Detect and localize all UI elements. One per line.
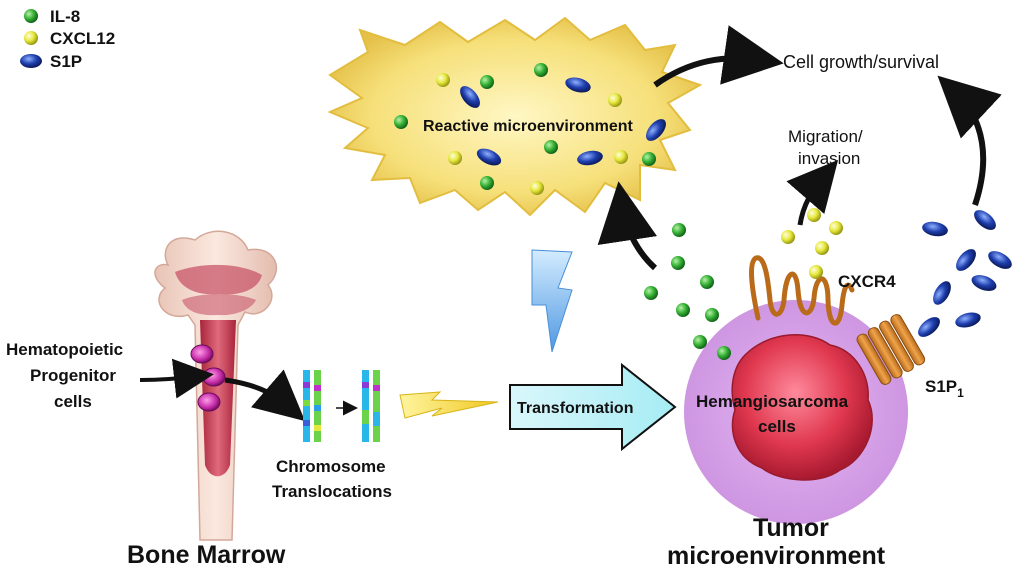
chromosome-pair-after xyxy=(362,370,380,442)
cxcl12-molecule xyxy=(608,93,622,107)
legend-label-il8: IL-8 xyxy=(50,7,80,26)
s1p-molecule xyxy=(988,251,1012,269)
cxcl12-molecule xyxy=(614,150,628,164)
s1p-molecule xyxy=(955,312,981,328)
cxcl12-molecule xyxy=(807,208,821,222)
cxcl12-molecule xyxy=(809,265,823,279)
hematopoietic-label-line3: cells xyxy=(54,392,92,411)
s1p1-label: S1P1 xyxy=(925,377,964,400)
il8-legend-sphere xyxy=(24,9,38,23)
cxcr4-label: CXCR4 xyxy=(838,272,896,291)
il8-molecule xyxy=(544,140,558,154)
cxcl12-molecule xyxy=(815,241,829,255)
il8-molecule xyxy=(642,152,656,166)
il8-molecule xyxy=(644,286,658,300)
progenitor-cell xyxy=(202,367,226,387)
bone-marrow-title: Bone Marrow xyxy=(127,541,286,569)
yellow-lightning-bolt-icon xyxy=(399,391,499,419)
il8-molecule xyxy=(394,115,408,129)
il8-molecule xyxy=(671,256,685,270)
s1p-molecule xyxy=(922,221,948,237)
hemangiosarcoma-label-line1: Hemangiosarcoma xyxy=(696,392,849,411)
s1p-molecule xyxy=(646,119,666,141)
il8-molecule xyxy=(480,75,494,89)
migration-label-line2: invasion xyxy=(798,149,860,168)
burst-molecules xyxy=(394,63,666,195)
cxcl12-molecule xyxy=(530,181,544,195)
s1p-molecule xyxy=(476,148,502,166)
cxcl12-molecule xyxy=(829,221,843,235)
s1p-legend-ellipse xyxy=(20,54,42,68)
hemangiosarcoma-label-line2: cells xyxy=(758,417,796,436)
chromosome-label-line1: Chromosome xyxy=(276,457,386,476)
chromosome-label-line2: Translocations xyxy=(272,482,392,501)
s1p-molecule xyxy=(971,275,997,291)
s1p1-label-main: S1P xyxy=(925,377,957,396)
tumor-s1p-cluster xyxy=(918,210,1012,337)
s1p-molecule xyxy=(565,77,591,93)
s1p-molecule xyxy=(918,317,940,337)
cxcr4-receptor xyxy=(749,255,855,326)
reactive-microenvironment-burst: Reactive microenvironment xyxy=(327,16,703,217)
cxcl12-molecule xyxy=(781,230,795,244)
arrow-to-chromosomes xyxy=(224,369,306,422)
blue-lightning-bolt-icon xyxy=(531,249,573,353)
tumor-cxcl12-cluster xyxy=(781,208,843,279)
il8-molecule xyxy=(676,303,690,317)
s1p-molecule xyxy=(577,150,603,166)
s1p-molecule xyxy=(956,249,976,271)
hemangiosarcoma-cell xyxy=(731,334,873,481)
arrow-to-cell-growth xyxy=(653,25,784,88)
s1p-molecule xyxy=(460,86,480,108)
cell-growth-label: Cell growth/survival xyxy=(783,52,939,72)
legend: IL-8 CXCL12 S1P xyxy=(20,7,115,71)
il8-molecule xyxy=(717,346,731,360)
s1p-molecule xyxy=(974,210,996,230)
arrow-s1p-to-cell-growth xyxy=(937,75,1002,206)
progenitor-cell xyxy=(197,392,221,412)
tumor-title-line1: Tumor xyxy=(753,514,829,542)
il8-molecule xyxy=(700,275,714,289)
tumor-il8-cluster xyxy=(644,223,731,360)
arrow-to-reactive-microenvironment xyxy=(597,181,658,271)
s1p1-label-subscript: 1 xyxy=(957,386,964,400)
il8-molecule xyxy=(693,335,707,349)
s1p-molecule xyxy=(933,281,951,305)
legend-label-s1p: S1P xyxy=(50,52,82,71)
il8-molecule xyxy=(534,63,548,77)
legend-label-cxcl12: CXCL12 xyxy=(50,29,115,48)
transformation-label: Transformation xyxy=(517,400,633,417)
il8-molecule xyxy=(705,308,719,322)
il8-molecule xyxy=(480,176,494,190)
progenitor-cell xyxy=(190,344,214,364)
cxcl12-legend-sphere xyxy=(24,31,38,45)
transformation-arrow: Transformation xyxy=(509,362,677,452)
chromosome-pair-before xyxy=(303,370,321,442)
migration-label-line1: Migration/ xyxy=(788,127,863,146)
cxcl12-molecule xyxy=(448,151,462,165)
arrow-to-migration xyxy=(786,159,839,226)
hematopoietic-label-line1: Hematopoietic xyxy=(6,340,123,359)
cxcl12-molecule xyxy=(436,73,450,87)
tumor-title-line2: microenvironment xyxy=(667,542,886,570)
s1p1-receptor xyxy=(856,314,926,385)
il8-molecule xyxy=(672,223,686,237)
hematopoietic-label-line2: Progenitor xyxy=(30,366,116,385)
reactive-microenvironment-label: Reactive microenvironment xyxy=(423,118,634,135)
arrow-to-progenitor xyxy=(139,358,214,399)
